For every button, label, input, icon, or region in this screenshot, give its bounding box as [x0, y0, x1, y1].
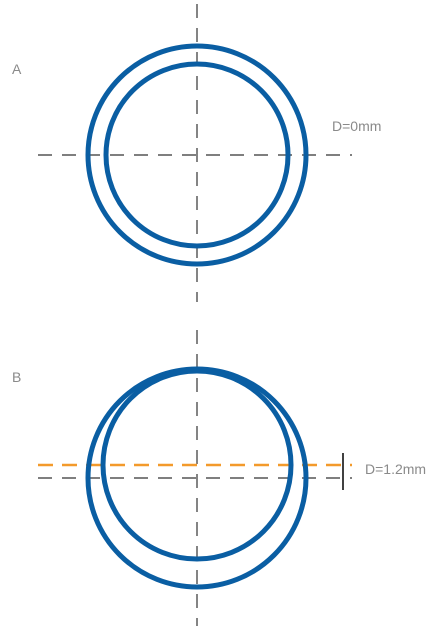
panel-a-offset-label: D=0mm: [332, 118, 381, 134]
panel-b-offset-label: D=1.2mm: [365, 461, 426, 477]
panel-a: A D=0mm: [12, 4, 381, 302]
panel-b-label: B: [12, 369, 21, 385]
panel-a-outer-ring: [85, 43, 309, 267]
panel-b: B D=1.2mm: [12, 330, 426, 626]
panel-a-inner-ring: [103, 61, 291, 249]
panel-b-inner-ring: [100, 368, 294, 562]
panel-a-label: A: [12, 61, 22, 77]
